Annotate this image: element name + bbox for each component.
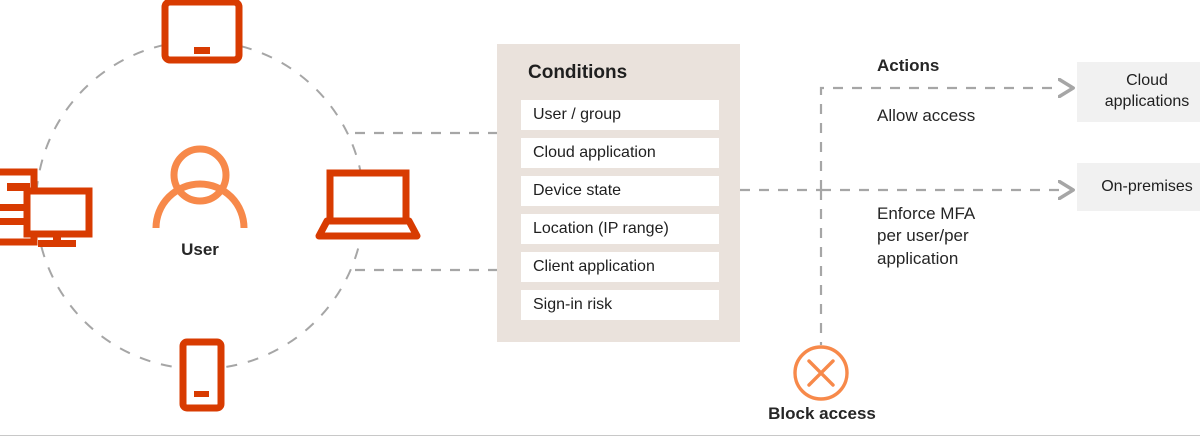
- block-access-icon: [793, 345, 849, 401]
- destination-cloud-applications[interactable]: Cloud applications: [1077, 62, 1200, 122]
- condition-item-client-application[interactable]: Client application: [521, 252, 719, 282]
- allow-access-label: Allow access: [877, 106, 976, 125]
- arrow-junction-to-cloud-applications: [819, 88, 1060, 190]
- tablet-icon: [161, 0, 243, 64]
- condition-item-device-state[interactable]: Device state: [521, 176, 719, 206]
- user-icon: [152, 145, 248, 229]
- bottom-divider: [0, 435, 1200, 436]
- laptop-icon: [315, 169, 421, 240]
- condition-item-cloud-application[interactable]: Cloud application: [521, 138, 719, 168]
- phone-icon: [179, 338, 225, 412]
- enforce-mfa-label: Enforce MFA per user/per application: [877, 204, 976, 268]
- condition-item-location-ip-range[interactable]: Location (IP range): [521, 214, 719, 244]
- conditions-title: Conditions: [528, 62, 628, 83]
- actions-title: Actions: [877, 56, 940, 75]
- destination-on-premises[interactable]: On-premises: [1077, 163, 1200, 211]
- user-label: User: [181, 240, 219, 259]
- block-access-label: Block access: [768, 404, 876, 423]
- condition-item-user-group[interactable]: User / group: [521, 100, 719, 130]
- desktop-icon: [0, 168, 93, 247]
- condition-item-sign-in-risk[interactable]: Sign-in risk: [521, 290, 719, 320]
- conditions-list: User / group Cloud application Device st…: [521, 100, 719, 320]
